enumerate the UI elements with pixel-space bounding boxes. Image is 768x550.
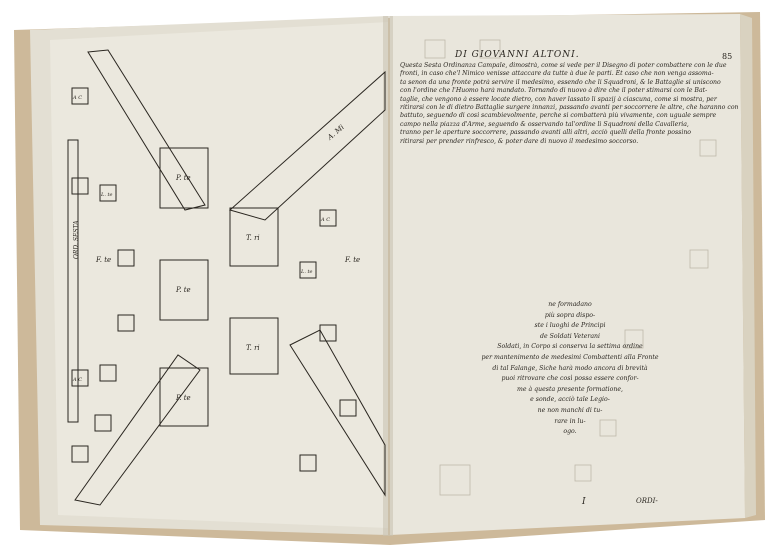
catchword: ORDI- [636, 497, 658, 505]
text-line: rare in lu- [554, 417, 586, 425]
diagram [67, 49, 386, 506]
text-line: battuto, seguendo di così scambievolment… [400, 112, 717, 120]
label-front: F. te [344, 256, 360, 264]
label-principi: P. te [175, 394, 191, 402]
text-line: più sopra dispo- [544, 311, 596, 319]
gutter [383, 16, 393, 536]
body-text: Questa Sesta Ordinanza Campale, dimostrà… [400, 62, 738, 146]
label-principi: P. te [175, 286, 191, 294]
text-line: ritirarsi per prender rinfresco, & poter… [400, 137, 639, 145]
text-line: ne formadano [548, 301, 592, 308]
text-line: e sonde, acciò tale Legio- [530, 396, 610, 404]
label-triarii: T. ri [246, 344, 260, 352]
text-line: con l'ordine che l'Huomo harà mandato. T… [400, 87, 708, 95]
text-line: taglie, che vengono à essere locate diet… [400, 95, 717, 103]
label-cavalry: A C [72, 95, 82, 101]
text-line: Questa Sesta Ordinanza Campale, dimostrà… [400, 62, 727, 69]
label-principi: P. te [175, 174, 191, 182]
label-light: L. te [100, 192, 113, 198]
label-triarii: T. ri [246, 234, 260, 242]
show-through [424, 39, 717, 496]
text-line: ta senon da una fronte potrà servire il … [400, 78, 721, 86]
running-head: DI GIOVANNI ALTONI. [455, 50, 580, 60]
text-line: me à questa presente formatione, [517, 385, 623, 393]
label-light: L. te [300, 269, 313, 275]
tapered-text: ne formadano più sopra dispo- ste i luog… [470, 300, 670, 438]
text-line: de Soldati Veterani [540, 332, 600, 340]
right-page [390, 14, 745, 535]
page-number: 85 [722, 52, 733, 61]
label-ordinance: ORD. SESTA [73, 220, 80, 259]
text-line: per mantenimento de medesimi Combattenti… [481, 353, 659, 361]
text-line: tranno per le aperture soccorrere, passa… [400, 129, 692, 137]
text-line: ogo. [563, 428, 577, 436]
text-line: fronti, in caso che'l Nimico venisse att… [400, 70, 714, 78]
text-line: ritirarsi con le di dietro Battaglie sur… [400, 104, 738, 112]
text-line: Soldati, in Corpo si conserva la settima… [497, 343, 643, 351]
text-line: campo nella piazza d'Arme, seguendo & os… [400, 120, 689, 128]
label-cavalry: A C [72, 377, 82, 383]
label-cavalry: A C [320, 217, 330, 223]
text-line: ne non manchi di tu- [537, 406, 603, 414]
label-front: F. te [95, 256, 111, 264]
signature-mark: I [582, 497, 586, 507]
text-line: ste i luoghi de Principi [534, 322, 606, 330]
text-line: puoi ritrovare che così possa essere con… [501, 375, 639, 383]
text-line: di tal Falange, Siche harà modo ancora d… [492, 364, 648, 372]
